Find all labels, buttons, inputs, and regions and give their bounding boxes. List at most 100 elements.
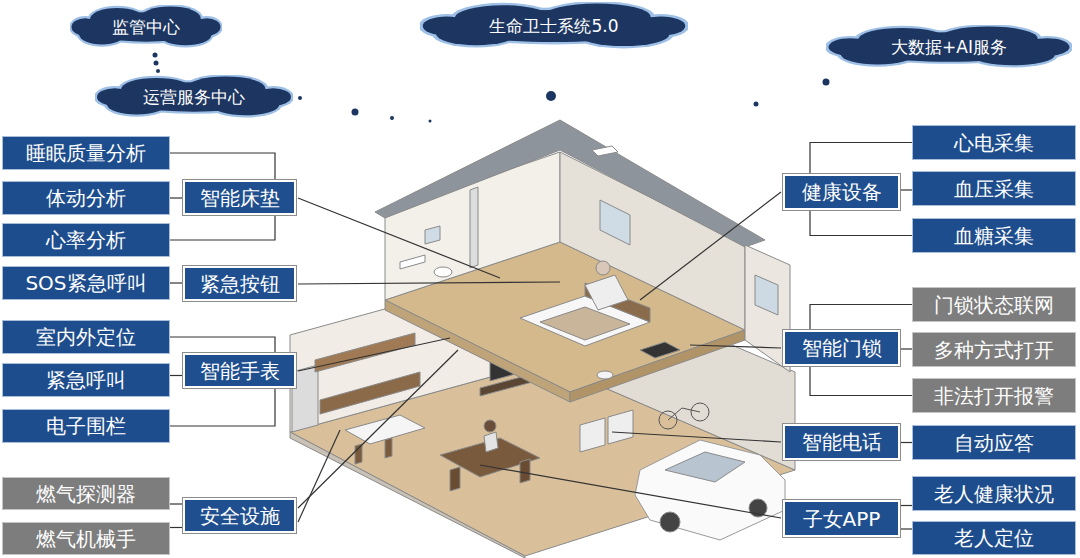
node-label: 智能门锁 (802, 337, 882, 359)
house-illustration (592, 146, 618, 156)
node-label: 燃气机械手 (36, 528, 136, 550)
bracket-connector (810, 305, 912, 331)
leader-line (480, 465, 781, 518)
house-illustration (450, 467, 460, 491)
house-illustration (320, 372, 420, 414)
leader-line (298, 430, 340, 522)
bracket-connector (810, 366, 912, 396)
cloud-body (828, 38, 872, 56)
house-illustration (484, 432, 498, 452)
node-label: 紧急呼叫 (46, 369, 126, 391)
feature-box: 电子围栏 (2, 409, 170, 443)
connection-dot (153, 53, 830, 133)
leader-line (640, 192, 781, 300)
connection-dot (352, 109, 359, 116)
device-box: 智能手表 (183, 353, 296, 388)
house-illustration (596, 261, 610, 275)
feature-box-grey: 非法打开报警 (912, 378, 1076, 413)
bracket-connector (900, 528, 912, 529)
house-illustration (520, 459, 530, 483)
house-illustration (540, 307, 630, 340)
node-label: 门锁状态联网 (934, 294, 1054, 316)
node-label: 智能电话 (802, 431, 882, 453)
leader-line (298, 338, 450, 371)
feature-box-grey: 多种方式打开 (912, 332, 1076, 367)
house-illustration (600, 200, 630, 245)
device-box: 子女APP (783, 500, 900, 537)
feature-box: 老人健康状况 (912, 476, 1076, 511)
node-label: 睡眠质量分析 (26, 142, 146, 164)
node-label: 健康设备 (802, 181, 882, 203)
house-illustration (425, 226, 440, 244)
house-illustration (660, 512, 680, 532)
house-illustration (355, 444, 362, 464)
house-illustration (400, 255, 425, 269)
node-label: 智能手表 (200, 360, 280, 382)
bracket-connector (170, 153, 275, 180)
house-illustration (665, 452, 745, 482)
house-illustration (290, 120, 795, 558)
leader-line (298, 192, 781, 522)
connection-dot (429, 120, 432, 123)
house-illustration (608, 410, 633, 444)
house-illustration (580, 418, 605, 452)
node-label: SOS紧急呼叫 (25, 272, 146, 294)
node-label: 多种方式打开 (934, 339, 1054, 361)
bracket-connector (900, 442, 912, 443)
bracket-connector (810, 143, 912, 175)
connection-dot (823, 79, 830, 86)
bracket-connector (170, 215, 275, 240)
cloud-node: 监管中心 (70, 5, 222, 49)
house-illustration (755, 275, 778, 315)
device-box: 智能门锁 (783, 330, 900, 366)
house-illustration (290, 432, 525, 558)
node-label: 心电采集 (954, 132, 1034, 154)
node-label: 血压采集 (954, 178, 1034, 200)
house-illustration (668, 408, 700, 420)
node-label: 安全设施 (200, 505, 280, 527)
cloud-node: 大数据+AI服务 (826, 25, 1072, 69)
connection-dot (154, 61, 159, 66)
feature-box: 睡眠质量分析 (2, 136, 170, 170)
house-illustration (484, 420, 496, 432)
feature-box: 老人定位 (912, 521, 1076, 555)
feature-box: 心率分析 (2, 223, 170, 257)
connection-dot (298, 96, 302, 100)
leader-line (298, 282, 560, 284)
leader-line (298, 350, 458, 508)
device-box: 智能床垫 (183, 180, 296, 215)
feature-box: SOS紧急呼叫 (2, 266, 170, 300)
connection-dot (546, 91, 556, 101)
bracket-connector (170, 337, 275, 353)
bracket-connector (170, 503, 183, 504)
cloud-body (97, 88, 133, 106)
node-label: 子女APP (803, 508, 881, 530)
bracket-connector (170, 388, 275, 426)
connection-dot (156, 69, 160, 73)
node-label: 运营服务中心 (143, 88, 245, 107)
node-label: 心率分析 (46, 229, 126, 251)
feature-box: 心电采集 (912, 125, 1076, 160)
feature-box: 血压采集 (912, 171, 1076, 206)
bracket-connector (810, 210, 912, 236)
device-box: 智能电话 (783, 424, 900, 460)
cloud-body (637, 16, 685, 35)
node-label: 老人定位 (954, 527, 1034, 549)
house-illustration (385, 438, 392, 458)
node-label: 监管中心 (112, 18, 180, 37)
bracket-connector (170, 197, 183, 198)
house-illustration (470, 187, 478, 268)
node-label: 自动应答 (954, 432, 1034, 454)
bracket-connector (170, 282, 183, 283)
bracket-connector (900, 348, 912, 349)
house-illustration (635, 440, 785, 540)
bracket-connector (900, 505, 912, 506)
house-illustration (585, 275, 628, 310)
node-label: 燃气探测器 (36, 483, 136, 505)
feature-box: 自动应答 (912, 425, 1076, 460)
connection-dot (153, 53, 158, 58)
device-box: 健康设备 (783, 174, 900, 210)
connection-dot (754, 102, 759, 107)
node-label: 电子围栏 (46, 415, 126, 437)
